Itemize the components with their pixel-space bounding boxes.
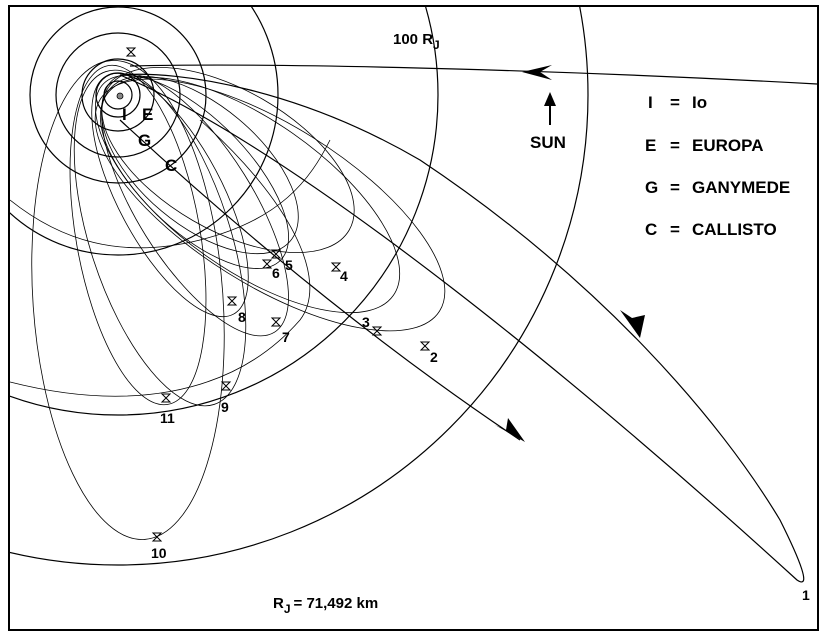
legend-value-callisto: CALLISTO [692,220,777,239]
orbit-label-11: 11 [160,410,175,426]
arrow-left-icon [522,65,552,80]
ganymede-orbit [81,58,155,132]
legend-key-ganymede: G [645,178,658,197]
circle-100rj [10,7,589,566]
approach-trajectory [129,64,817,85]
marker-3 [371,326,383,336]
orbit-5 [101,75,299,255]
orbit-label-5: 5 [285,257,293,273]
marker-9 [220,381,232,391]
orbit-4 [101,66,355,254]
legend-value-europa: EUROPA [692,136,763,155]
orbit-label-3: 3 [362,314,370,330]
orbit-7 [101,73,289,337]
orbit-label-10: 10 [151,545,167,561]
io-label: I [122,105,127,124]
marker-8 [226,296,238,306]
orbit-path-mid [10,139,331,249]
orbit-path-lower [10,119,311,397]
orbit-9 [73,69,247,407]
circle-medium [10,7,439,416]
orbit-3 [99,76,401,314]
orbit-label-1: 1 [802,587,810,603]
sun-label: SUN [530,133,566,152]
marker-2 [419,341,431,351]
callisto-label: C [165,156,177,175]
periapsis-markers [125,47,431,542]
diagram-frame [8,5,819,631]
legend-key-europa: E [645,136,656,155]
orbit-label-4: 4 [340,268,348,284]
legend-eq-io: = [670,93,680,112]
sun-arrow-icon [544,92,556,106]
legend-value-io: Io [692,93,707,112]
orbit-1 [119,73,805,583]
legend-eq-callisto: = [670,220,680,239]
marker-5 [270,249,282,259]
rj-definition: RJ= 71,492 km [273,595,378,616]
legend-key-io: I [648,93,653,112]
legend-eq-europa: = [670,136,680,155]
legend-eq-ganymede: = [670,178,680,197]
europa-label: E [142,105,153,124]
orbit-2 [94,78,446,332]
marker-11 [160,393,172,403]
orbit-label-7: 7 [282,329,290,345]
marker-top [125,47,137,57]
legend: I = Io E = EUROPA G = GANYMEDE C = CALLI… [645,93,790,239]
orbit-8 [91,72,249,318]
scale-label: 100 RJ [393,31,440,52]
arrow-down-right-icon [495,418,525,442]
orbit-10 [31,60,225,540]
marker-4 [330,262,342,272]
legend-key-callisto: C [645,220,657,239]
legend-value-ganymede: GANYMEDE [692,178,790,197]
orbit-label-2: 2 [430,349,438,365]
outbound-trajectory [119,119,521,441]
orbit-label-6: 6 [272,265,280,281]
marker-7 [270,317,282,327]
jupiter-dot [116,92,124,100]
orbit-label-8: 8 [238,309,246,325]
arrow-up-left-icon [620,310,645,338]
orbit-label-9: 9 [221,399,229,415]
ganymede-label: G [138,131,151,150]
outer-orbit-2 [10,7,279,256]
orbit-11 [69,64,207,406]
marker-10 [151,532,163,542]
callisto-orbit [55,32,181,158]
marker-6 [261,259,273,269]
